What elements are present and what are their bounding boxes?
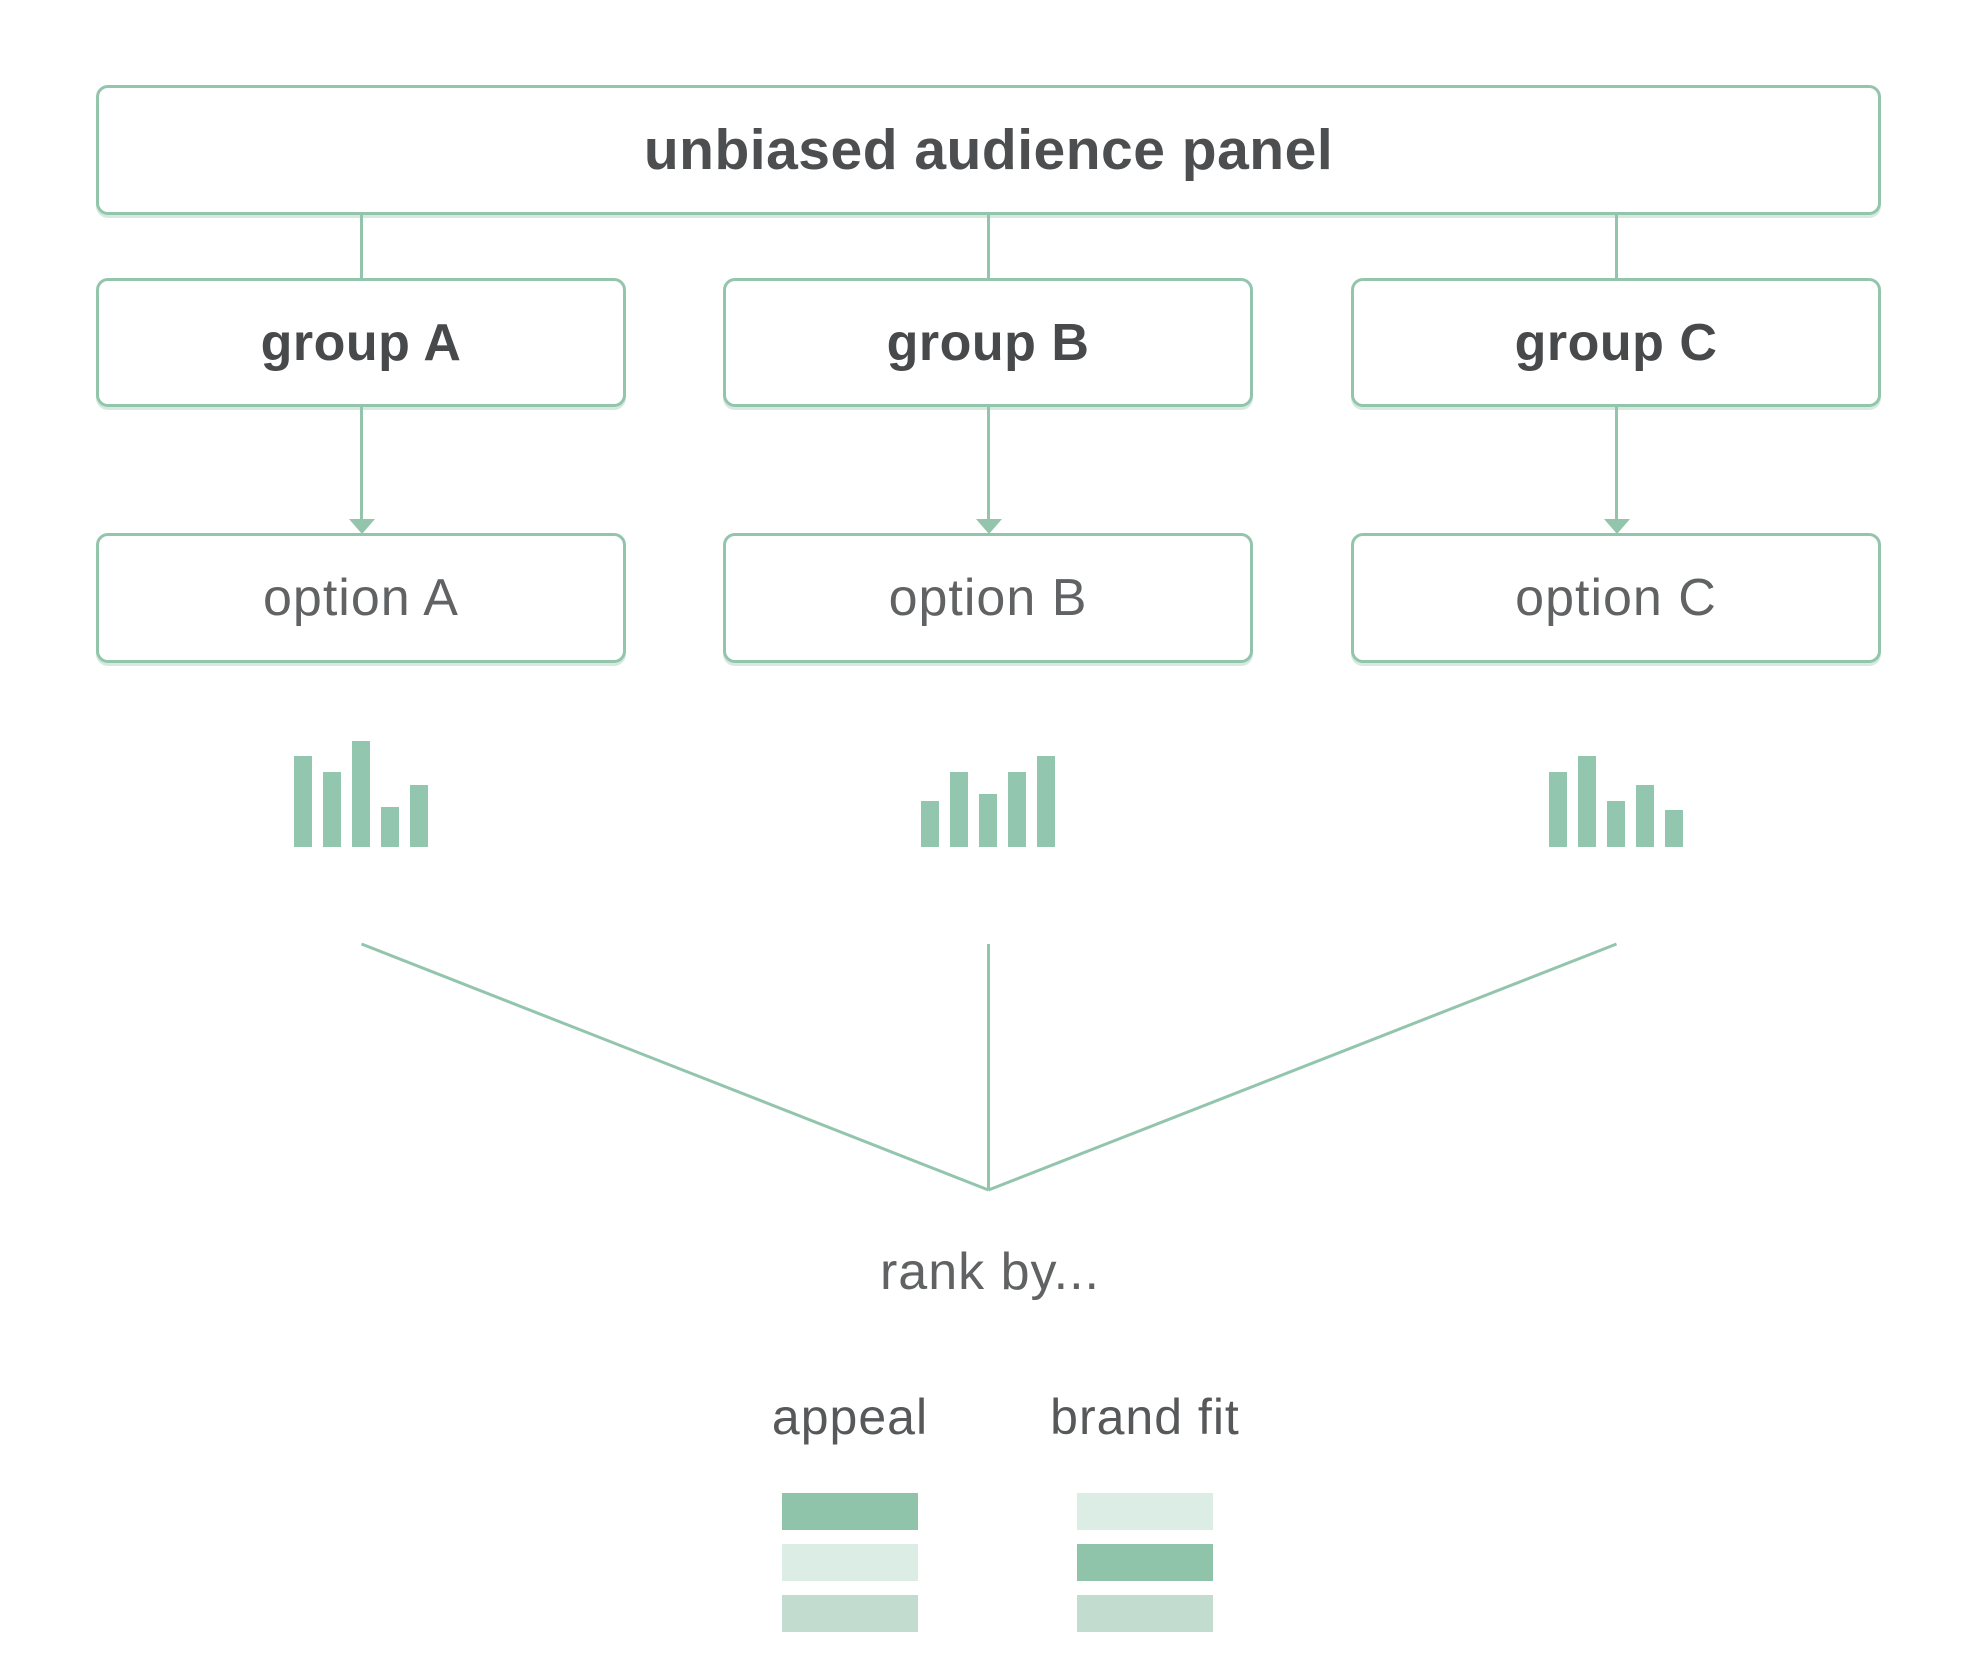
root-box: unbiased audience panel bbox=[96, 85, 1881, 215]
bar bbox=[1578, 756, 1596, 847]
group-a-label: group A bbox=[260, 313, 462, 372]
connector-root-to-group-a bbox=[360, 213, 363, 279]
swatch-xlight bbox=[1077, 1493, 1213, 1530]
connector-root-to-group-c bbox=[1615, 213, 1618, 279]
swatch-xlight bbox=[782, 1544, 918, 1581]
swatch-medium bbox=[782, 1493, 918, 1530]
arrow-group-a-to-option-a bbox=[360, 407, 363, 519]
bar-chart-icon-option-a bbox=[294, 741, 428, 847]
option-b-label: option B bbox=[888, 569, 1088, 627]
option-a-box: option A bbox=[96, 533, 626, 663]
bar-chart-icon-option-b bbox=[921, 741, 1055, 847]
bar bbox=[1665, 810, 1683, 847]
bar bbox=[1549, 772, 1567, 847]
option-a-label: option A bbox=[263, 569, 459, 627]
arrowhead-icon bbox=[349, 519, 375, 534]
connector-root-to-group-b bbox=[987, 213, 990, 279]
bar bbox=[352, 741, 370, 847]
bar-chart-icon-option-c bbox=[1549, 741, 1683, 847]
swatch-medium bbox=[1077, 1544, 1213, 1581]
arrowhead-icon bbox=[1604, 519, 1630, 534]
appeal-swatch-stack bbox=[782, 1493, 918, 1646]
option-c-label: option C bbox=[1515, 569, 1717, 627]
bar bbox=[1037, 756, 1055, 847]
group-c-box: group C bbox=[1351, 278, 1881, 407]
criterion-appeal-label: appeal bbox=[771, 1389, 929, 1445]
option-c-box: option C bbox=[1351, 533, 1881, 663]
group-c-label: group C bbox=[1514, 313, 1718, 372]
bar bbox=[950, 772, 968, 847]
bar bbox=[921, 801, 939, 847]
group-b-label: group B bbox=[886, 313, 1090, 372]
bar bbox=[323, 772, 341, 847]
criterion-brand-fit-label: brand fit bbox=[1050, 1389, 1240, 1445]
bar bbox=[1008, 772, 1026, 847]
rank-by-label: rank by... bbox=[879, 1243, 1100, 1301]
arrowhead-icon bbox=[976, 519, 1002, 534]
root-label: unbiased audience panel bbox=[643, 118, 1334, 182]
bar bbox=[1636, 785, 1654, 847]
bar bbox=[381, 807, 399, 847]
bar bbox=[1607, 801, 1625, 847]
arrow-group-b-to-option-b bbox=[987, 407, 990, 519]
bar bbox=[979, 794, 997, 847]
group-a-box: group A bbox=[96, 278, 626, 407]
brand-fit-swatch-stack bbox=[1077, 1493, 1213, 1646]
swatch-light bbox=[782, 1595, 918, 1632]
bar bbox=[294, 756, 312, 847]
bar bbox=[410, 785, 428, 847]
option-b-box: option B bbox=[723, 533, 1253, 663]
swatch-light bbox=[1077, 1595, 1213, 1632]
arrow-group-c-to-option-c bbox=[1615, 407, 1618, 519]
group-b-box: group B bbox=[723, 278, 1253, 407]
